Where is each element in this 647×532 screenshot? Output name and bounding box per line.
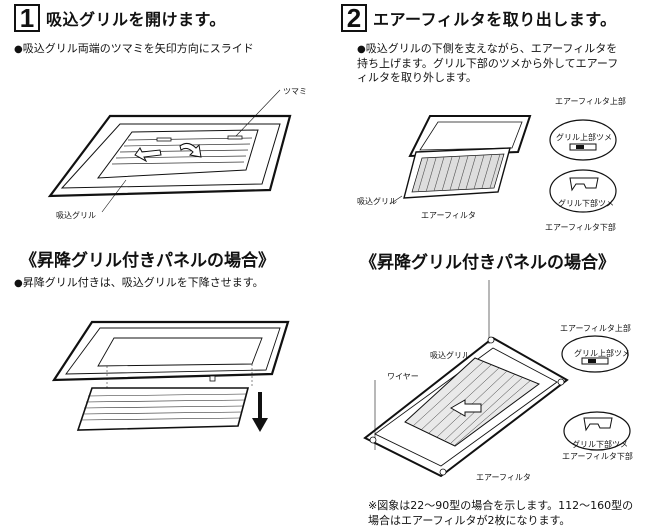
step1-description: ●吸込グリル両端のツマミを矢印方向にスライド: [14, 42, 304, 57]
label-step2-filter-bottom: エアーフィルタ下部: [545, 223, 616, 232]
step2-header: 2 エアーフィルタを取り出します。: [341, 4, 617, 32]
label-step2-filter-top: エアーフィルタ上部: [555, 97, 626, 106]
label-tsumami: ツマミ: [283, 87, 307, 96]
callout-top-claw: [549, 119, 617, 161]
label-lift-grille-bottom-claw: グリル下部ツメ: [572, 440, 628, 449]
lift1-desc-text: 昇降グリル付きは、吸込グリルを下降させます。: [22, 276, 264, 289]
label-step2-filter: エアーフィルタ: [421, 211, 476, 220]
step1-header: 1 吸込グリルを開けます。: [14, 4, 226, 32]
figure-lift-remove-filter: [363, 280, 569, 478]
step1-number: 1: [14, 4, 40, 32]
callout-lift-bottom-claw: [563, 411, 631, 451]
callout-lift-top-claw: [561, 335, 629, 373]
footnote: ※図象は22～90型の場合を示します。112～160型の場合はエアーフィルタが2…: [368, 499, 634, 527]
label-lift-filter-top: エアーフィルタ上部: [560, 324, 631, 333]
label-step2-grille-bottom-claw: グリル下部ツメ: [558, 199, 614, 208]
figure-lowering-grille: [51, 320, 290, 432]
lift1-subtitle: 《昇降グリル付きパネルの場合》: [20, 251, 275, 271]
figure-open-grille: [47, 89, 292, 213]
step2-bullet: ●: [357, 44, 366, 55]
label-step2-grille: 吸込グリル: [357, 197, 397, 206]
label-lift-grille-top-claw: グリル上部ツメ: [574, 349, 630, 358]
step2-number: 2: [341, 4, 367, 32]
label-step2-grille-top-claw: グリル上部ツメ: [556, 133, 612, 142]
lift1-description: ●昇降グリル付きは、吸込グリルを下降させます。: [14, 276, 306, 291]
label-lift-filter: エアーフィルタ: [476, 473, 531, 482]
lift1-bullet: ●: [14, 278, 23, 289]
label-lift-wire: ワイヤー: [387, 372, 419, 381]
step2-description: ●吸込グリルの下側を支えながら、エアーフィルタを持ち上げます。グリル下部のツメか…: [357, 42, 627, 85]
lift2-subtitle: 《昇降グリル付きパネルの場合》: [360, 253, 615, 273]
step1-title: 吸込グリルを開けます。: [46, 10, 226, 29]
step1-bullet: ●: [14, 44, 23, 55]
label-lift-filter-bottom: エアーフィルタ下部: [562, 452, 633, 461]
label-lift-grille: 吸込グリル: [430, 351, 470, 360]
label-step1-grille: 吸込グリル: [56, 211, 96, 220]
figure-remove-filter: [389, 115, 532, 205]
step2-title: エアーフィルタを取り出します。: [373, 10, 617, 29]
step2-desc-text: 吸込グリルの下側を支えながら、エアーフィルタを持ち上げます。グリル下部のツメから…: [357, 42, 619, 84]
step1-desc-text: 吸込グリル両端のツマミを矢印方向にスライド: [22, 42, 254, 55]
callout-bottom-claw: [549, 169, 617, 213]
